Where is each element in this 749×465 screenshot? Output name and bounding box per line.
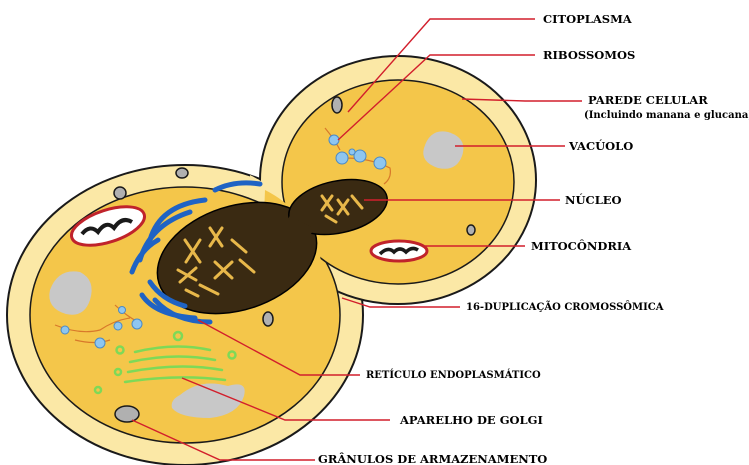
label-vacuolo: VACÚOLO — [568, 139, 633, 153]
mitochondrion-right — [371, 241, 427, 261]
label-mitocondria: MITOCÔNDRIA — [531, 239, 632, 253]
label-granulos: GRÂNULOS DE ARMAZENAMENTO — [318, 452, 547, 465]
label-golgi: APARELHO DE GOLGI — [399, 413, 543, 427]
label-ribossomos: RIBOSSOMOS — [543, 48, 635, 62]
label-parede-celular-sub: (Incluindo manana e glucana) — [584, 110, 749, 121]
label-duplicacao: 16-DUPLICAÇÃO CROMOSSÔMICA — [466, 301, 664, 313]
label-citoplasma: CITOPLASMA — [543, 12, 633, 26]
label-reticulo: RETÍCULO ENDOPLASMÁTICO — [366, 369, 541, 381]
label-parede-celular: PAREDE CELULAR — [588, 93, 708, 107]
label-nucleo: NÚCLEO — [565, 193, 622, 207]
